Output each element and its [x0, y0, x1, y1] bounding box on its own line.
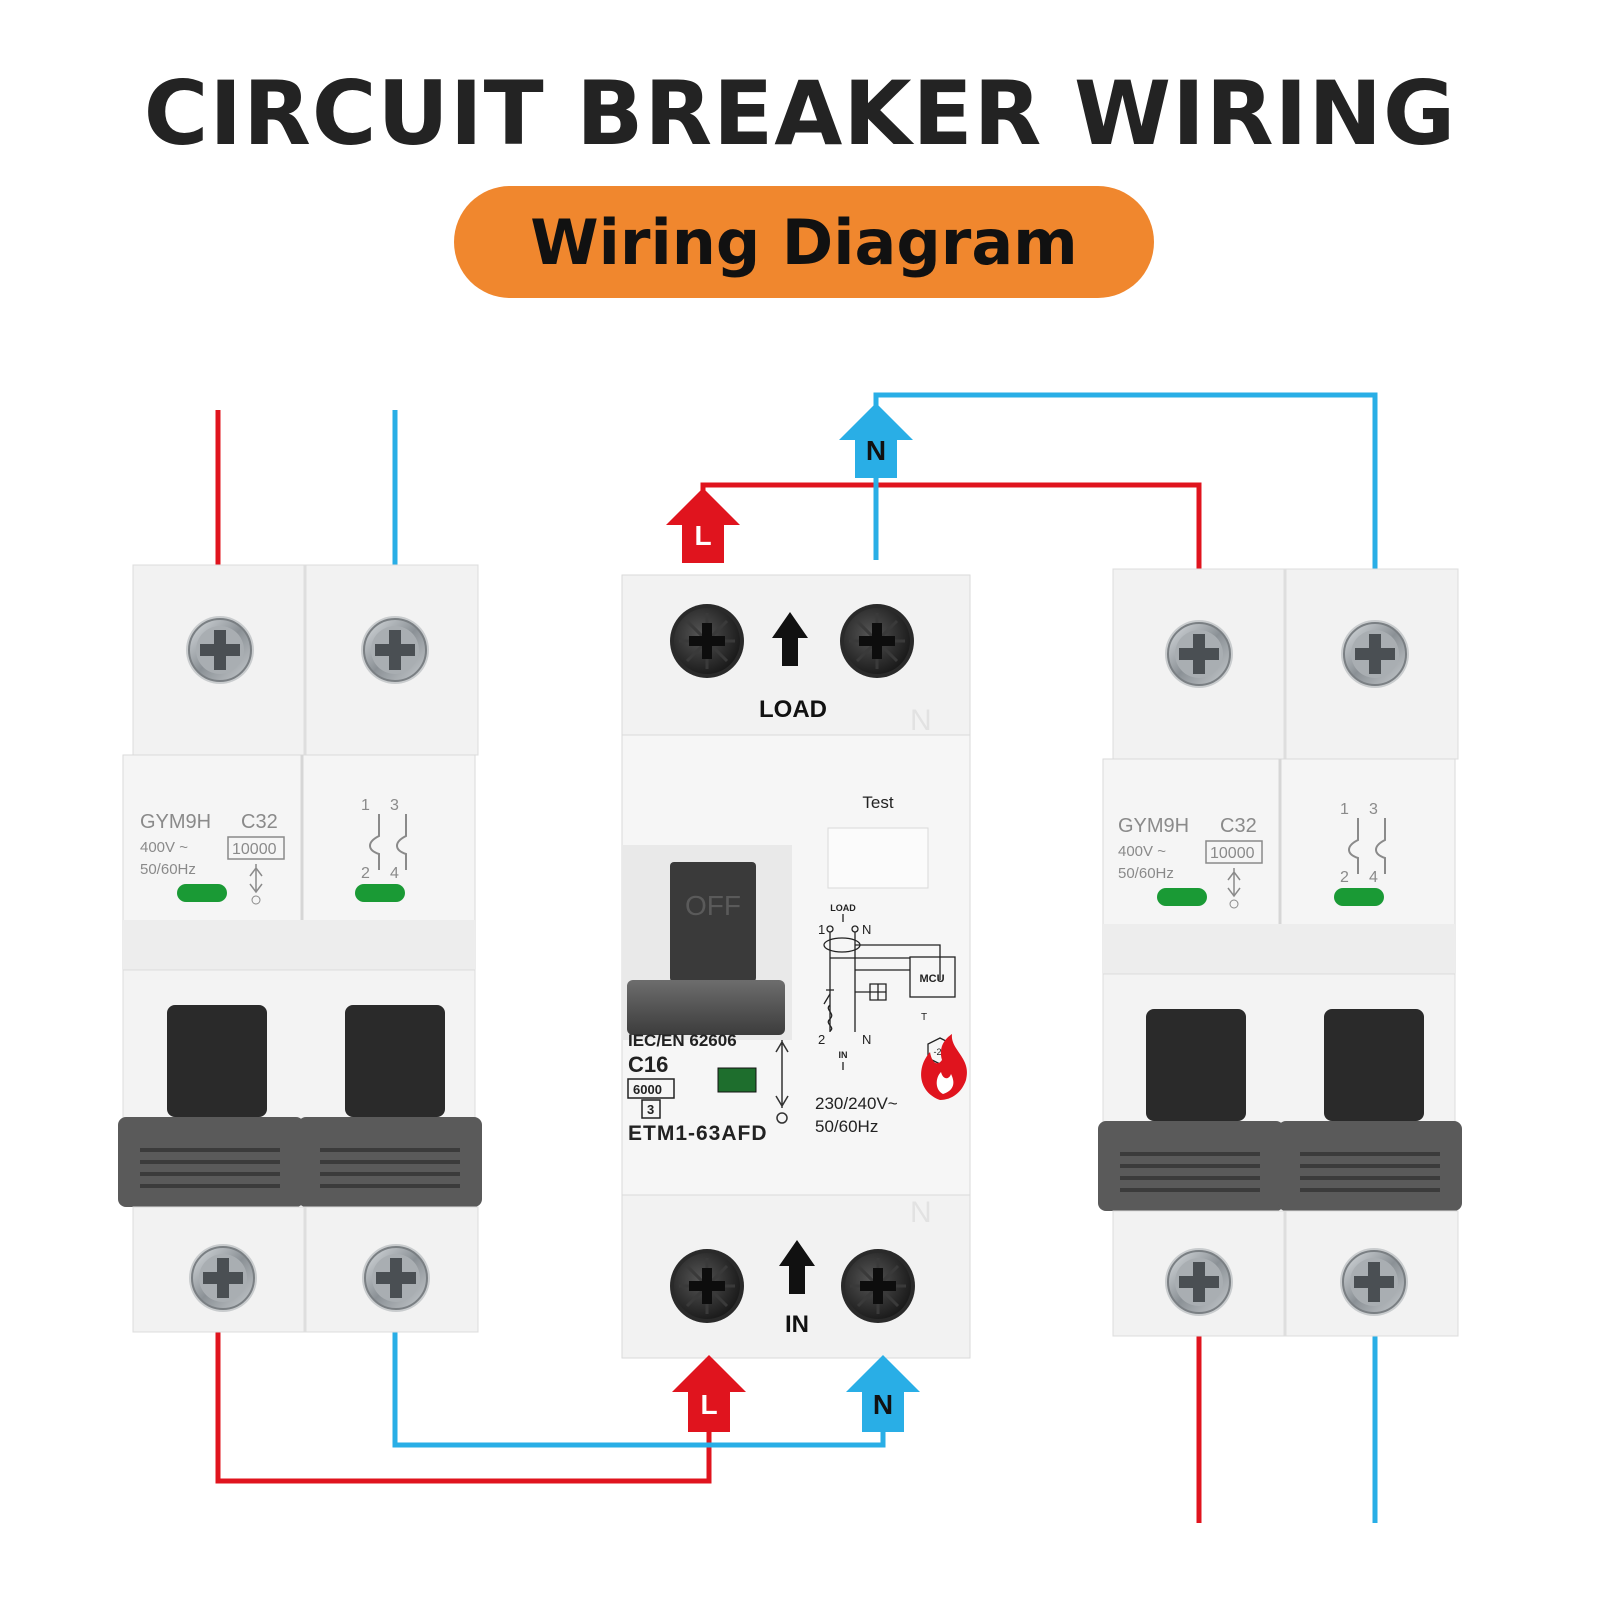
status-indicator [1334, 888, 1384, 906]
on-off-icon [249, 864, 263, 894]
mcb-term-4: 4 [390, 865, 399, 882]
screw-icon [185, 615, 255, 685]
subtitle-badge: Wiring Diagram [454, 186, 1154, 298]
arrow-live-top: L [666, 488, 740, 563]
afdd-energy-class: 3 [647, 1102, 654, 1117]
arrow-live-label: L [700, 1389, 717, 1420]
mcb-capacity: 10000 [232, 841, 277, 858]
terminal-screw-icon [840, 1248, 916, 1324]
terminal-screw-icon [669, 603, 745, 679]
test-label: Test [862, 793, 893, 812]
afdd-breaker: LOAD N OFF IEC/EN 62606 C16 6000 3 ETM1-… [621, 574, 971, 1359]
arrow-live-bottom: L [672, 1355, 746, 1432]
subtitle-text: Wiring Diagram [530, 205, 1078, 279]
schematic-t1: 1 [818, 922, 825, 937]
schematic-t2: 2 [818, 1032, 825, 1047]
schematic-temp: -25 [933, 1047, 946, 1057]
n-marker: N [910, 704, 932, 737]
afdd-model: ETM1-63AFD [628, 1122, 768, 1145]
mcb-term-4: 4 [1369, 869, 1378, 886]
test-button[interactable] [827, 827, 929, 889]
in-label: IN [785, 1311, 809, 1338]
on-off-icon [775, 1040, 789, 1108]
screw-icon [1339, 1247, 1409, 1317]
mcb-right: GYM9H 400V ~ 50/60Hz C32 10000 1 3 2 4 [1098, 568, 1462, 1337]
screw-icon [361, 1243, 431, 1313]
main-handle[interactable] [670, 862, 756, 982]
screw-icon [1164, 1247, 1234, 1317]
mcb-rating: C32 [1220, 815, 1257, 837]
arrow-neutral-label: N [866, 435, 886, 466]
mcb-voltage: 400V ~ [1118, 843, 1166, 860]
screw-icon [1340, 619, 1410, 689]
mcb-term-3: 3 [1369, 801, 1378, 818]
on-off-icon [1227, 868, 1241, 898]
status-indicator [1157, 888, 1207, 906]
arrow-neutral-bottom: N [846, 1355, 920, 1432]
mcb-left: GYM9H 400V ~ 50/60Hz C32 10000 1 3 2 4 [118, 564, 482, 1333]
mcb-model: GYM9H [1118, 815, 1189, 837]
status-indicator [355, 884, 405, 902]
breaker-symbol-icon [369, 814, 407, 870]
arrow-live-label: L [694, 520, 711, 551]
afdd-frequency: 50/60Hz [815, 1117, 878, 1136]
status-window [717, 1067, 757, 1093]
schematic-n-bottom: N [862, 1032, 871, 1047]
mcb-term-1: 1 [361, 797, 370, 814]
mcb-model: GYM9H [140, 811, 211, 833]
schematic-in: IN [839, 1050, 848, 1060]
arrow-neutral-label: N [873, 1389, 893, 1420]
fire-icon [921, 1034, 968, 1100]
up-arrow-icon [772, 612, 808, 666]
status-indicator [177, 884, 227, 902]
screw-icon [1164, 619, 1234, 689]
internal-schematic: LOAD 1 N MCU T 2 N IN -25 [818, 903, 956, 1070]
arrow-neutral-top: N [839, 403, 913, 478]
mcb-voltage: 400V ~ [140, 839, 188, 856]
afdd-rating: C16 [628, 1052, 668, 1077]
screw-icon [188, 1243, 258, 1313]
mcb-frequency: 50/60Hz [140, 861, 196, 878]
page-title: CIRCUIT BREAKER WIRING [143, 62, 1457, 165]
afdd-standard: IEC/EN 62606 [628, 1031, 737, 1050]
mcb-capacity: 10000 [1210, 845, 1255, 862]
main-handle-grip[interactable] [627, 980, 785, 1035]
breaker-symbol-icon [1348, 818, 1386, 874]
load-label: LOAD [759, 696, 827, 723]
afdd-capacity: 6000 [633, 1082, 662, 1097]
afdd-voltage: 230/240V~ [815, 1094, 898, 1113]
schematic-mcu: MCU [919, 973, 944, 985]
schematic-n-top: N [862, 922, 871, 937]
mcb-term-2: 2 [1340, 869, 1349, 886]
mcb-frequency: 50/60Hz [1118, 865, 1174, 882]
screw-icon [360, 615, 430, 685]
terminal-screw-icon [839, 603, 915, 679]
mcb-rating: C32 [241, 811, 278, 833]
up-arrow-icon [779, 1240, 815, 1294]
mcb-term-1: 1 [1340, 801, 1349, 818]
n-marker: N [910, 1196, 932, 1229]
terminal-screw-icon [669, 1248, 745, 1324]
schematic-t: T [921, 1012, 927, 1023]
mcb-term-2: 2 [361, 865, 370, 882]
schematic-load: LOAD [830, 903, 856, 913]
handle-state: OFF [685, 890, 741, 921]
mcb-term-3: 3 [390, 797, 399, 814]
